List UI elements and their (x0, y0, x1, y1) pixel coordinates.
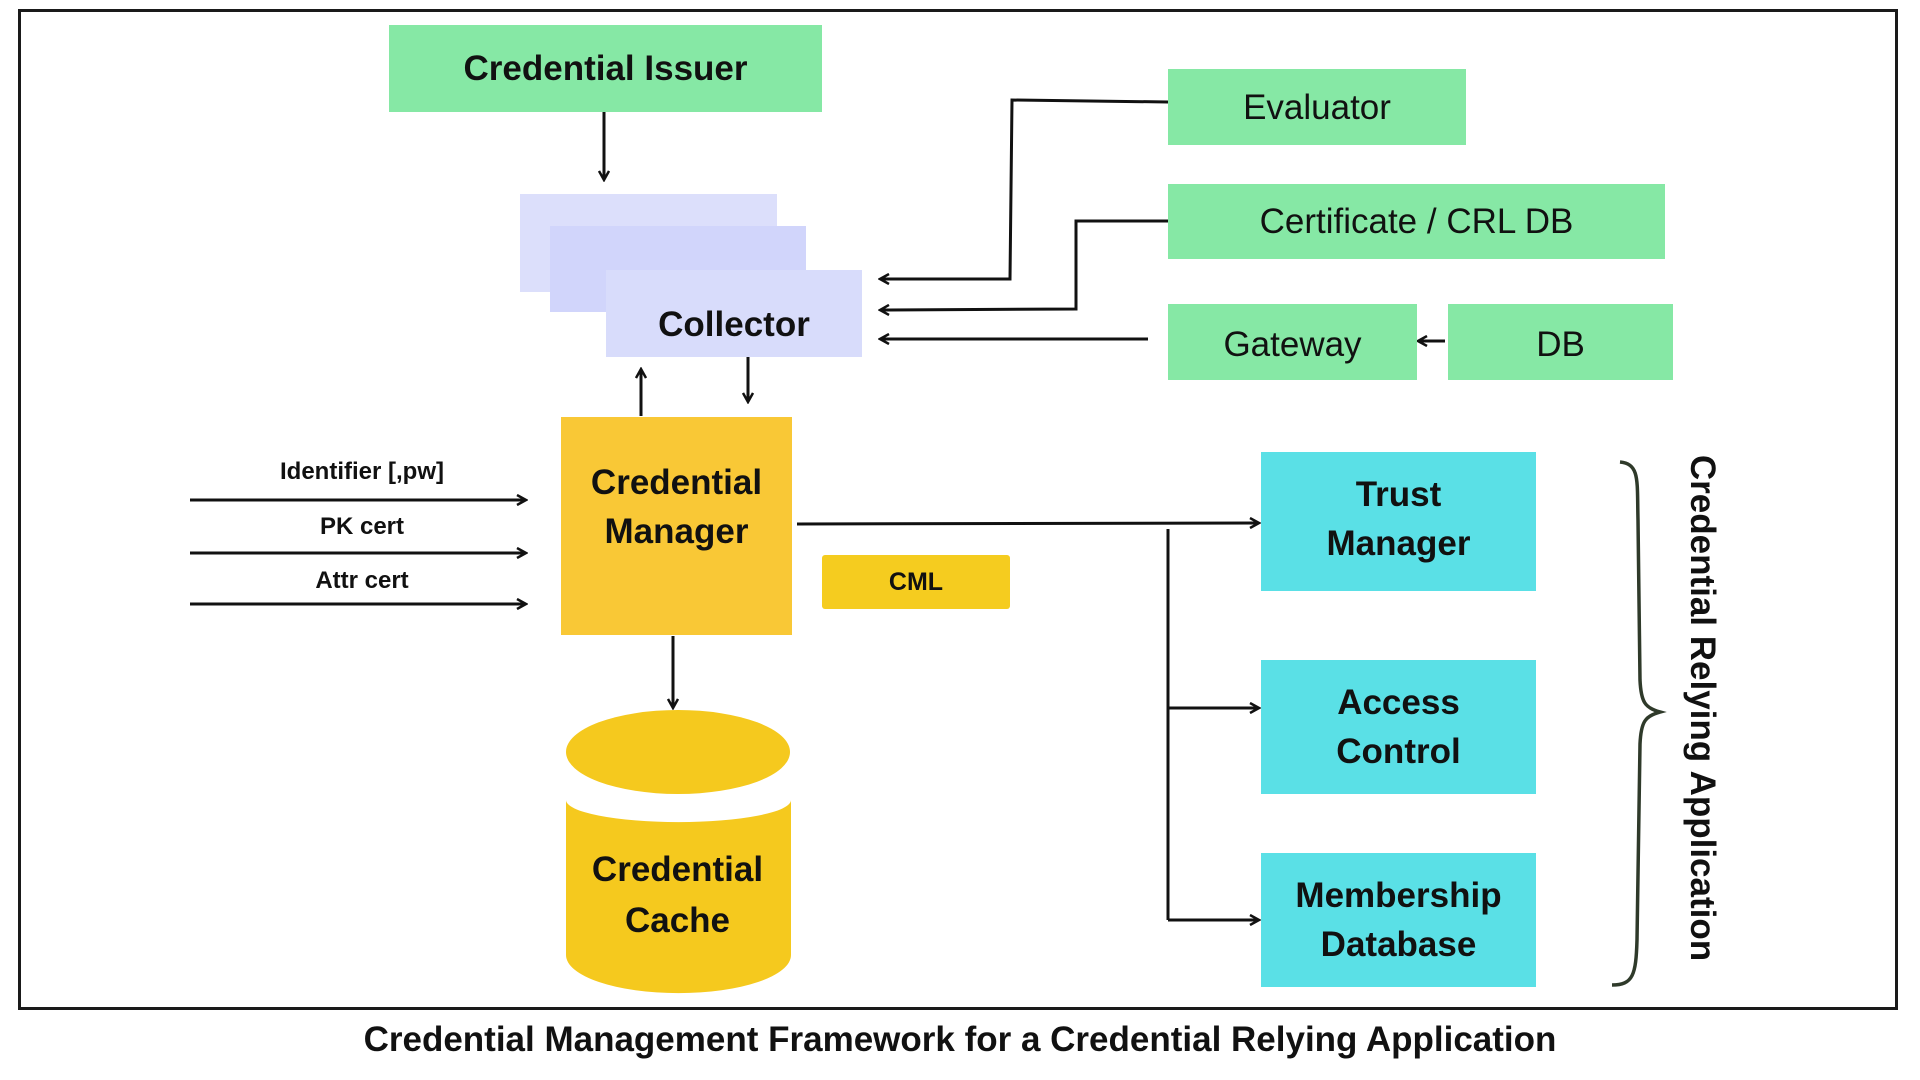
input-label-identifier: Identifier [,pw] (280, 458, 444, 485)
group-label-credential-relying-application: Credential Relying Application (1683, 454, 1722, 962)
db-node: DB (1448, 304, 1673, 380)
credential-manager-node: Credential Manager (561, 417, 792, 635)
credential-issuer-label: Credential Issuer (463, 49, 748, 88)
cml-label: CML (888, 567, 944, 596)
membership-database-node: Membership Database (1261, 853, 1536, 987)
collector-label: Collector (658, 305, 810, 344)
credential-cache-label-line1: Credential (591, 850, 764, 889)
collector-node: Collector (606, 270, 862, 357)
db-label: DB (1536, 324, 1585, 364)
input-label-attr-cert: Attr cert (315, 567, 409, 594)
access-control-node: Access Control (1261, 660, 1536, 794)
membership-database-label-line1: Membership (1295, 876, 1502, 915)
certificate-crl-db-label: Certificate / CRL DB (1259, 202, 1574, 241)
credential-issuer-node: Credential Issuer (389, 25, 822, 112)
credential-manager-label-line2: Manager (604, 512, 749, 551)
credential-manager-label-line1: Credential (590, 463, 763, 502)
credential-cache-label: Credential Cache (565, 845, 790, 947)
evaluator-label: Evaluator (1243, 87, 1391, 127)
membership-database-label-line2: Database (1320, 925, 1477, 964)
access-control-label-line2: Control (1336, 732, 1461, 771)
evaluator-node: Evaluator (1168, 69, 1466, 145)
input-label-pk-cert: PK cert (319, 513, 405, 540)
trust-manager-node: Trust Manager (1261, 452, 1536, 591)
trust-manager-label-line2: Manager (1326, 523, 1471, 563)
access-control-label-line1: Access (1337, 683, 1460, 722)
trust-manager-label-line1: Trust (1355, 474, 1442, 514)
curly-brace (1611, 460, 1667, 987)
certificate-crl-db-node: Certificate / CRL DB (1168, 184, 1665, 259)
cml-tag: CML (822, 555, 1010, 609)
diagram-caption: Credential Management Framework for a Cr… (363, 1020, 1557, 1059)
arrow-evaluator-to-collector (880, 98, 1169, 279)
diagram-frame (18, 9, 1898, 1010)
arrow-certdb-to-collector (880, 219, 1168, 310)
gateway-node: Gateway (1168, 304, 1417, 380)
gateway-label: Gateway (1223, 324, 1362, 364)
credential-cache-label-line2: Cache (624, 900, 731, 940)
arrow-manager-to-trust (796, 523, 1259, 524)
